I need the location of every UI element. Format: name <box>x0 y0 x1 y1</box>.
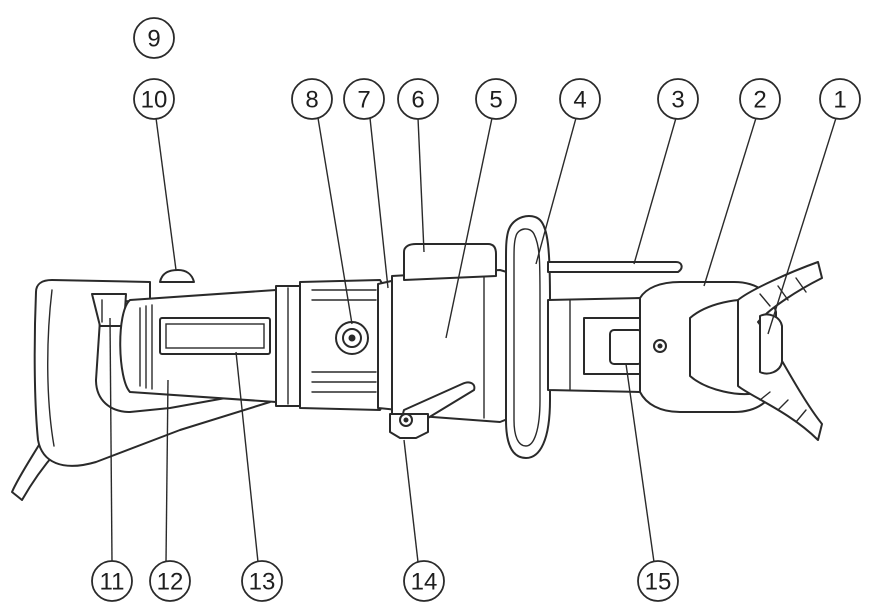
callout-label-13: 13 <box>249 569 276 596</box>
callout-label-3: 3 <box>671 87 684 114</box>
callout-3: 3 <box>657 78 699 120</box>
front-guard <box>505 215 551 459</box>
callout-label-2: 2 <box>753 87 766 114</box>
nameplate <box>159 317 271 355</box>
callout-9: 9 <box>133 17 175 59</box>
rear-handle <box>33 279 271 467</box>
oil-tank <box>403 243 497 281</box>
callout-12: 12 <box>149 560 191 602</box>
callout-label-12: 12 <box>157 569 184 596</box>
callout-label-1: 1 <box>833 87 846 114</box>
callout-label-4: 4 <box>573 87 586 114</box>
brush-cap <box>159 269 195 283</box>
tool-illustration <box>11 215 823 501</box>
callout-label-6: 6 <box>411 87 424 114</box>
callout-11: 11 <box>91 560 133 602</box>
callout-label-8: 8 <box>305 87 318 114</box>
callout-label-7: 7 <box>357 87 370 114</box>
callout-label-10: 10 <box>141 87 168 114</box>
callout-label-11: 11 <box>100 569 125 596</box>
callout-2: 2 <box>739 78 781 120</box>
callout-14: 14 <box>403 560 445 602</box>
callout-6: 6 <box>397 78 439 120</box>
callout-7: 7 <box>343 78 385 120</box>
callout-label-15: 15 <box>645 569 672 596</box>
callout-label-9: 9 <box>147 26 160 53</box>
callout-15: 15 <box>637 560 679 602</box>
callout-13: 13 <box>241 560 283 602</box>
support-rod <box>547 261 683 273</box>
fixed-blade <box>759 313 783 375</box>
callout-label-5: 5 <box>489 87 502 114</box>
callout-10: 10 <box>133 78 175 120</box>
callout-8: 8 <box>291 78 333 120</box>
callout-4: 4 <box>559 78 601 120</box>
callout-label-14: 14 <box>411 569 438 596</box>
callout-5: 5 <box>475 78 517 120</box>
callout-1: 1 <box>819 78 861 120</box>
leader-lines <box>109 117 837 563</box>
